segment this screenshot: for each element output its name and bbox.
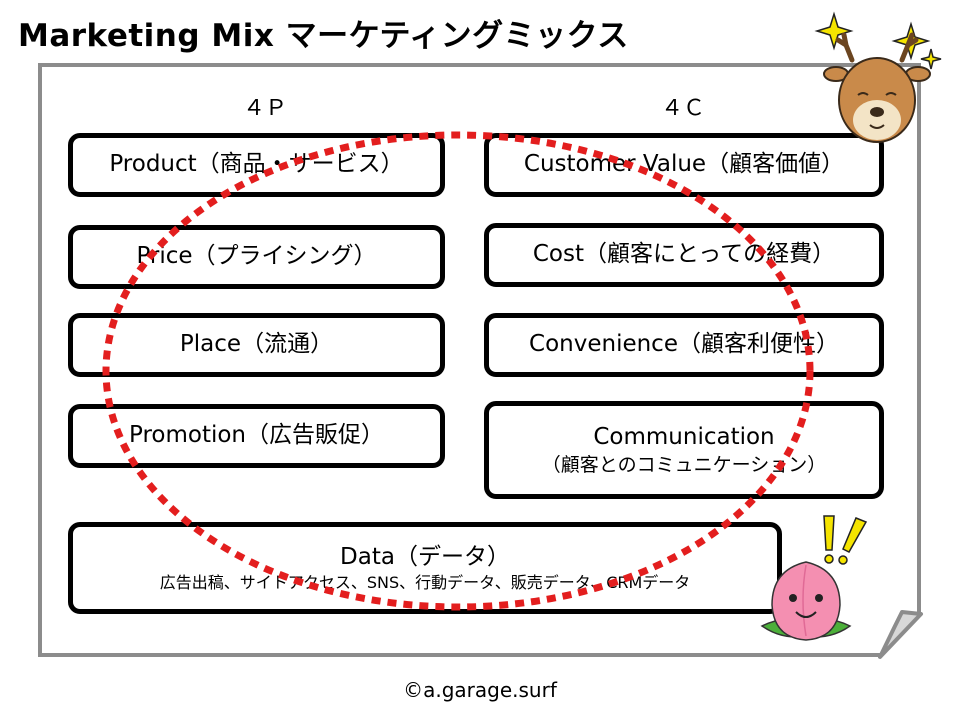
box-data-sub: 広告出稿、サイトアクセス、SNS、行動データ、販売データ、CRMデータ bbox=[159, 572, 691, 592]
box-cost: Cost（顧客にとっての経費） bbox=[484, 223, 884, 287]
copyright-text: ©a.garage.surf bbox=[403, 678, 557, 702]
dotted-ellipse bbox=[102, 131, 814, 611]
box-customer-value-label: Customer Value（顧客価値） bbox=[523, 151, 845, 178]
box-product-label: Product（商品・サービス） bbox=[109, 151, 404, 178]
column-header-4c: ４Ｃ bbox=[660, 96, 705, 121]
box-price-label: Price（プライシング） bbox=[136, 243, 377, 270]
box-communication: Communication （顧客とのコミュニケーション） bbox=[484, 401, 884, 499]
box-data-label: Data（データ） bbox=[340, 543, 510, 570]
box-promotion: Promotion（広告販促） bbox=[68, 404, 445, 468]
box-communication-sub: （顧客とのコミュニケーション） bbox=[541, 453, 827, 476]
box-convenience-label: Convenience（顧客利便性） bbox=[529, 331, 839, 358]
column-header-4p: ４Ｐ bbox=[242, 96, 287, 121]
box-data: Data（データ） 広告出稿、サイトアクセス、SNS、行動データ、販売データ、C… bbox=[68, 522, 782, 614]
box-promotion-label: Promotion（広告販促） bbox=[128, 422, 385, 449]
deer-mascot-icon bbox=[823, 32, 931, 143]
box-product: Product（商品・サービス） bbox=[68, 133, 445, 197]
box-cost-label: Cost（顧客にとっての経費） bbox=[532, 241, 836, 268]
page-curl-icon bbox=[878, 610, 923, 659]
box-communication-label: Communication bbox=[593, 423, 775, 450]
box-place-label: Place（流通） bbox=[179, 331, 334, 358]
box-convenience: Convenience（顧客利便性） bbox=[484, 313, 884, 377]
box-place: Place（流通） bbox=[68, 313, 445, 377]
peach-mascot-icon bbox=[760, 561, 852, 641]
exclamation-icon bbox=[823, 515, 868, 565]
page-title: Marketing Mix マーケティングミックス bbox=[18, 18, 629, 54]
